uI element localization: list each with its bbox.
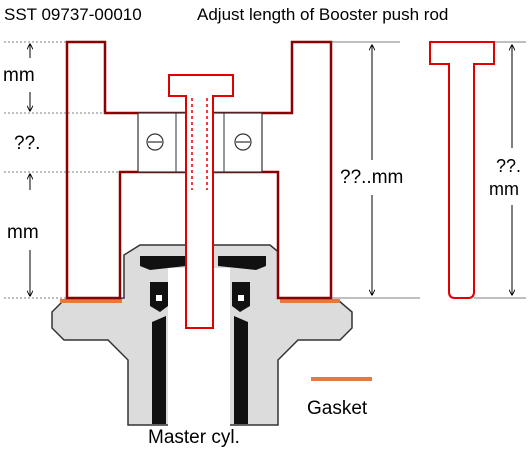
diagram-title: Adjust length of Booster push rod — [197, 5, 448, 24]
seal-left-top — [140, 256, 186, 270]
rod-length-label-1: ??. — [496, 156, 521, 176]
dim-middle-label: ??. — [14, 133, 40, 154]
seal-right-top — [218, 256, 266, 270]
master-cylinder-label: Master cyl. — [148, 427, 240, 448]
seal-left-long — [152, 316, 166, 424]
tool-code: SST 09737-00010 — [4, 5, 142, 24]
screw-left-icon — [146, 133, 164, 151]
dim-top-label: mm — [3, 65, 35, 86]
adjusting-pin — [168, 74, 234, 329]
rod-length-label-2: mm — [489, 179, 519, 199]
seal-right-long — [234, 316, 248, 424]
screw-right-icon — [234, 133, 252, 151]
dim-overall-label: ??..mm — [340, 167, 403, 188]
seal-left-lip-hole — [156, 295, 162, 301]
gasket-legend-label: Gasket — [307, 398, 368, 419]
booster-push-rod — [429, 41, 495, 299]
dim-bottom-label: mm — [7, 222, 39, 243]
seal-right-lip-hole — [238, 295, 244, 301]
